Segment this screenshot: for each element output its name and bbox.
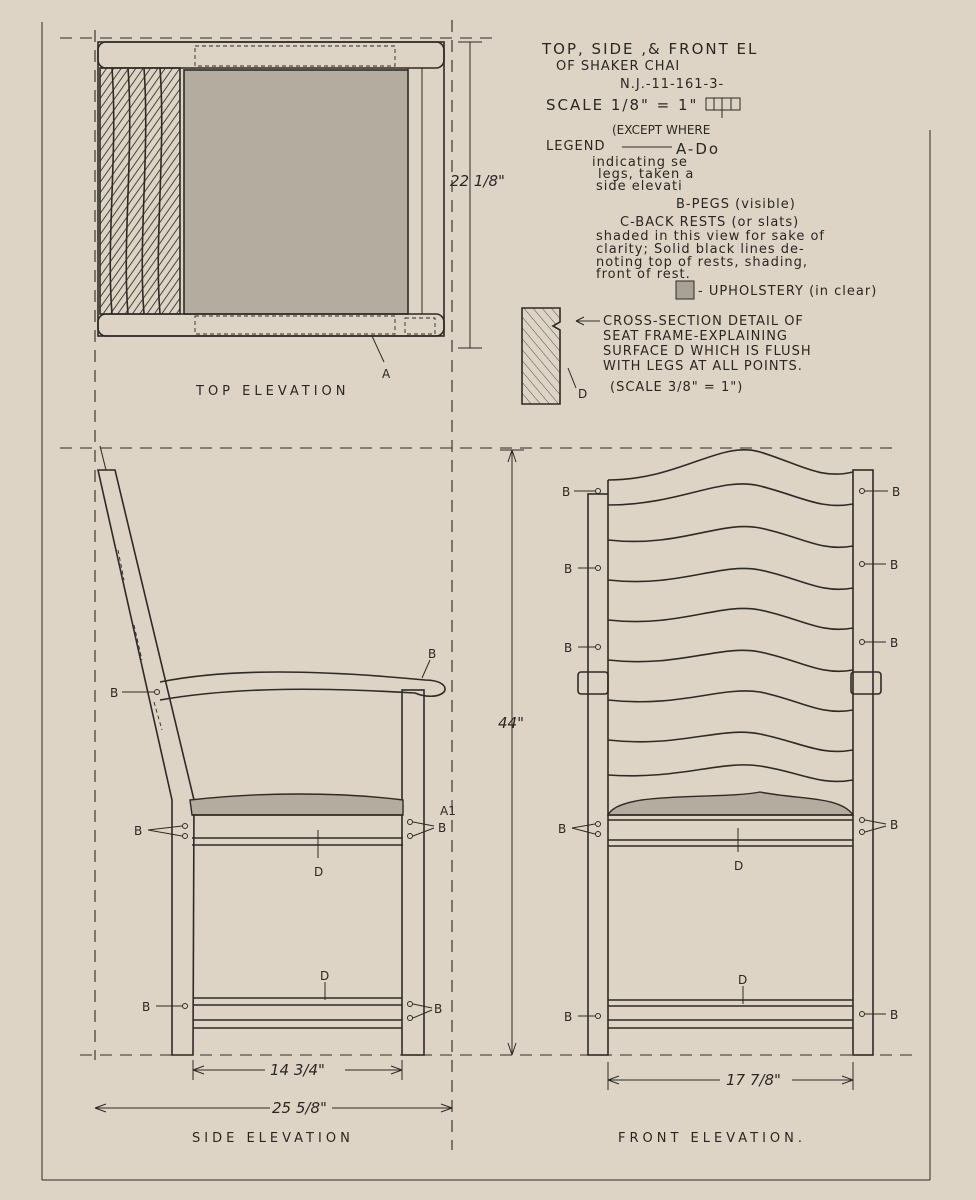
sheet-border xyxy=(41,22,931,1181)
legend-c-line-2: shaded in this view for sake of xyxy=(596,229,825,244)
upholstery-swatch-icon xyxy=(675,280,695,300)
front-elevation-label: FRONT ELEVATION. xyxy=(618,1131,806,1146)
front-peg-b-l4: B xyxy=(558,822,566,836)
side-peg-b-seat-front: B xyxy=(438,821,446,835)
cross-section-line-5: (SCALE 3/8" = 1") xyxy=(610,380,743,395)
title-line-1: TOP, SIDE ,& FRONT EL xyxy=(541,40,758,58)
legend-c-line-4: noting top of rests, shading, xyxy=(596,255,808,270)
scale-exception: (EXCEPT WHERE xyxy=(612,123,710,137)
cross-section-line-2: SEAT FRAME-EXPLAINING xyxy=(603,329,788,344)
seat-upholstery xyxy=(184,70,408,314)
front-peg-b-r3: B xyxy=(890,636,898,650)
side-overall-dimension: 25 5/8" xyxy=(272,1099,327,1117)
front-peg-b-r4: B xyxy=(890,818,898,832)
legend-upholstery: - UPHOLSTERY (in clear) xyxy=(698,284,877,299)
cross-section-line-3: SURFACE D WHICH IS FLUSH xyxy=(603,344,812,359)
side-seat-width-dimension: 14 3/4" xyxy=(270,1061,325,1079)
side-peg-b-seat-back: B xyxy=(134,824,142,838)
legend-a-line-3: legs, taken a xyxy=(598,167,694,182)
legend-c-line-5: front of rest. xyxy=(596,267,691,282)
legend-heading: LEGEND xyxy=(546,139,605,154)
side-peg-b-arm: B xyxy=(428,647,436,661)
front-peg-b-r5: B xyxy=(890,1008,898,1022)
front-peg-b-r2: B xyxy=(890,558,898,572)
legend-b-line: B-PEGS (visible) xyxy=(676,197,796,212)
construction-lines xyxy=(60,20,920,1150)
front-peg-b-l5: B xyxy=(564,1010,572,1024)
legend-a-line-4: side elevati xyxy=(596,179,683,194)
side-elevation: B B B A1 B B B D D 44" 14 3/4" 25 5/8" S… xyxy=(94,445,524,1146)
cross-section-line-4: WITH LEGS AT ALL POINTS. xyxy=(603,359,803,374)
legend: LEGEND A-Do indicating se legs, taken a … xyxy=(546,139,877,300)
cross-section-detail: D CROSS-SECTION DETAIL OF SEAT FRAME-EXP… xyxy=(521,307,812,405)
scale-label: SCALE 1/8" = 1" xyxy=(546,96,698,114)
side-marker-a1: A1 xyxy=(440,804,456,818)
side-seat-upholstery xyxy=(189,793,404,816)
front-peg-b-l1: B xyxy=(562,485,570,499)
top-elevation-label: TOP ELEVATION xyxy=(195,384,350,399)
front-peg-b-l3: B xyxy=(564,641,572,655)
top-elevation: A 22 1/8" TOP ELEVATION xyxy=(97,41,505,399)
side-peg-b-low-front: B xyxy=(434,1002,442,1016)
side-marker-d-low: D xyxy=(320,969,329,983)
front-seat-upholstery xyxy=(606,791,855,816)
height-dimension: 44" xyxy=(498,714,524,732)
front-peg-b-r1: B xyxy=(892,485,900,499)
top-marker-a: A xyxy=(382,367,391,381)
legend-a-line-2: indicating se xyxy=(592,155,688,170)
side-elevation-label: SIDE ELEVATION xyxy=(192,1131,354,1146)
title-block: TOP, SIDE ,& FRONT EL OF SHAKER CHAI N.J… xyxy=(541,40,758,137)
side-marker-d-seat: D xyxy=(314,865,323,879)
front-marker-d-seat: D xyxy=(734,859,743,873)
scale-bar-icon xyxy=(705,97,741,118)
cross-section-shape xyxy=(521,307,561,405)
front-peg-b-l2: B xyxy=(564,562,572,576)
title-line-3: N.J.-11-161-3- xyxy=(620,77,724,92)
legend-c-line-3: clarity; Solid black lines de- xyxy=(596,242,805,257)
cross-section-marker-d: D xyxy=(578,387,587,401)
front-marker-d-low: D xyxy=(738,973,747,987)
cross-section-line-1: CROSS-SECTION DETAIL OF xyxy=(603,314,804,329)
title-line-2: OF SHAKER CHAI xyxy=(556,59,680,74)
front-width-dimension: 17 7/8" xyxy=(726,1071,781,1089)
front-elevation: B B B B B B B B B B D D 17 7/8" FRONT EL… xyxy=(558,448,900,1146)
legend-c-line-1: C-BACK RESTS (or slats) xyxy=(620,215,799,230)
side-peg-b-back: B xyxy=(110,686,118,700)
side-peg-b-low-back: B xyxy=(142,1000,150,1014)
top-depth-dimension: 22 1/8" xyxy=(450,172,505,190)
legend-a-line-1: A-Do xyxy=(676,140,720,158)
